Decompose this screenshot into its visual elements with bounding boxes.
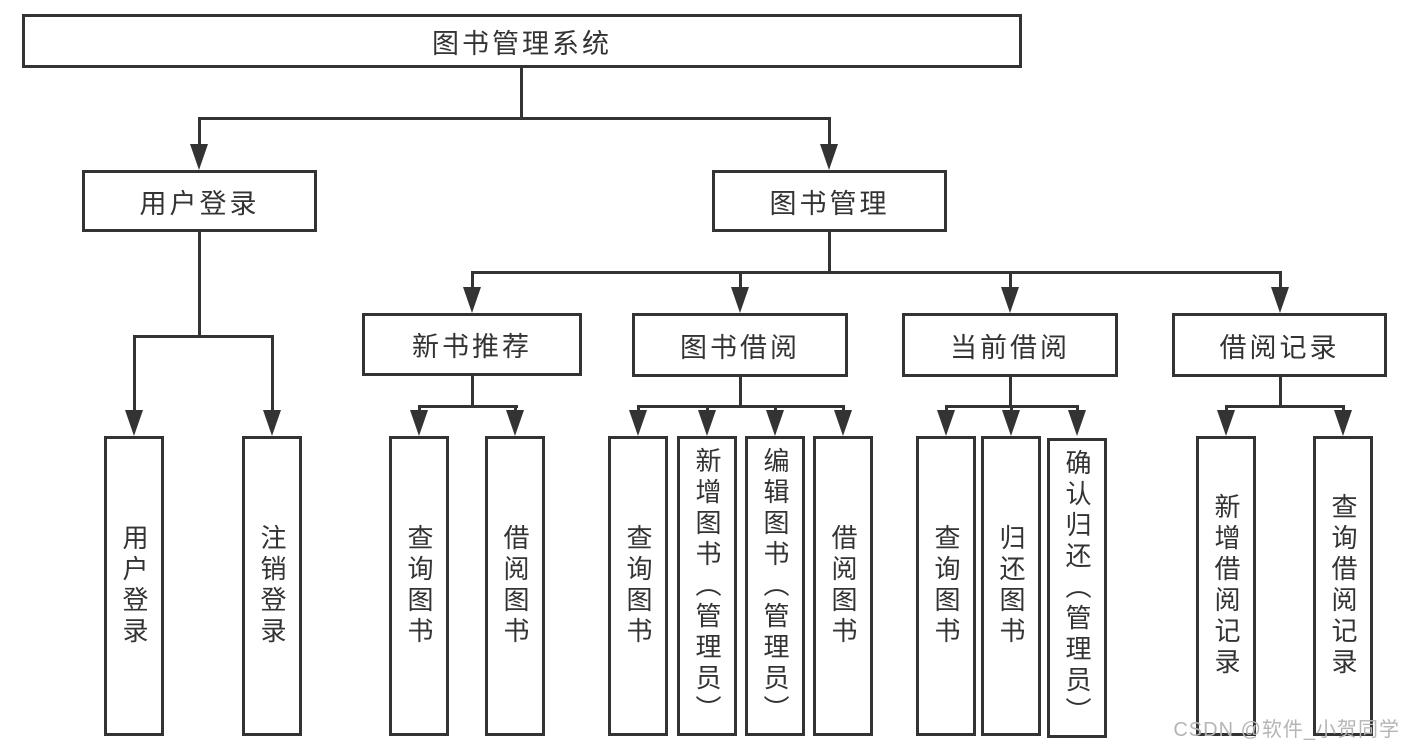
connector — [471, 271, 474, 293]
connector — [828, 230, 831, 273]
leaf-borrow-books-1: 借阅图书 — [485, 436, 545, 736]
arrowhead — [834, 410, 852, 436]
leaf-edit-books-admin: 编辑图书（管理员） — [745, 436, 805, 736]
node-new-book-recommend: 新书推荐 — [362, 313, 582, 376]
leaf-confirm-return-admin: 确认归还（管理员） — [1047, 438, 1107, 738]
connector — [1009, 271, 1012, 293]
arrowhead — [463, 287, 481, 313]
csdn-watermark: CSDN @软件_小贺同学 — [1173, 719, 1400, 741]
arrowhead — [698, 410, 716, 436]
leaf-logout: 注销登录 — [242, 436, 302, 736]
connector — [198, 117, 201, 149]
arrowhead — [263, 410, 281, 436]
connector — [271, 335, 274, 412]
arrowhead — [820, 144, 838, 170]
leaf-query-books-2: 查询图书 — [608, 436, 668, 736]
leaf-query-books-3: 查询图书 — [916, 436, 976, 736]
node-borrow-records: 借阅记录 — [1172, 313, 1387, 377]
leaf-borrow-books-2: 借阅图书 — [813, 436, 873, 736]
connector — [1279, 271, 1282, 293]
connector — [828, 117, 831, 149]
leaf-add-borrow-record: 新增借阅记录 — [1196, 436, 1256, 736]
arrowhead — [125, 410, 143, 436]
connector — [637, 405, 844, 408]
node-book-management: 图书管理 — [712, 170, 947, 232]
leaf-return-books: 归还图书 — [981, 436, 1041, 736]
connector — [471, 271, 1282, 274]
connector — [471, 374, 474, 407]
node-current-borrow: 当前借阅 — [902, 313, 1118, 377]
node-root: 图书管理系统 — [22, 14, 1022, 68]
arrowhead — [410, 410, 428, 436]
arrowhead — [1217, 410, 1235, 436]
connector — [198, 230, 201, 337]
arrowhead — [629, 410, 647, 436]
arrowhead — [1068, 410, 1086, 436]
leaf-user-login: 用户登录 — [104, 436, 164, 736]
arrowhead — [1002, 410, 1020, 436]
leaf-query-books-1: 查询图书 — [389, 436, 449, 736]
connector — [739, 271, 742, 293]
connector — [198, 117, 831, 120]
node-user-login: 用户登录 — [82, 170, 317, 232]
connector — [133, 335, 274, 338]
arrowhead — [1271, 287, 1289, 313]
arrowhead — [1001, 287, 1019, 313]
arrowhead — [1334, 410, 1352, 436]
connector — [739, 375, 742, 407]
connector — [1009, 375, 1012, 407]
connector — [1279, 375, 1282, 407]
leaf-query-borrow-record: 查询借阅记录 — [1313, 436, 1373, 736]
connector — [1225, 405, 1345, 408]
connector — [520, 66, 523, 120]
connector — [418, 405, 518, 408]
leaf-add-books-admin: 新增图书（管理员） — [677, 436, 737, 736]
arrowhead — [766, 410, 784, 436]
arrowhead — [731, 287, 749, 313]
connector — [133, 335, 136, 412]
node-book-borrow: 图书借阅 — [632, 313, 848, 377]
arrowhead — [506, 410, 524, 436]
arrowhead — [190, 144, 208, 170]
arrowhead — [937, 410, 955, 436]
